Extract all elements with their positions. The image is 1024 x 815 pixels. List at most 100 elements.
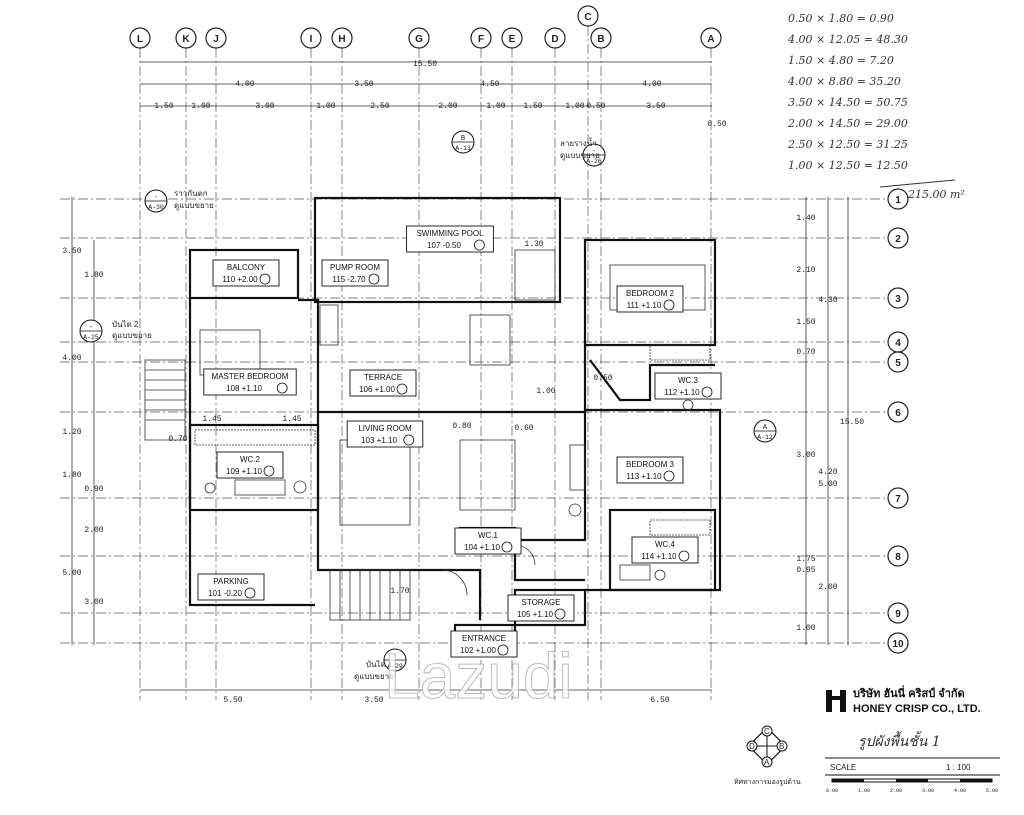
room-tag bbox=[406, 225, 494, 253]
room-name: SWIMMING POOL bbox=[416, 229, 484, 238]
grid-bubble-B bbox=[590, 27, 612, 49]
dimension-text: 1.00 bbox=[316, 102, 335, 111]
grid-label: J bbox=[213, 34, 219, 45]
dimension-text: 0.70 bbox=[168, 435, 187, 444]
grid-bubble-5 bbox=[887, 351, 909, 373]
room-tag bbox=[450, 630, 518, 658]
company-name-english: HONEY CRISP CO., LTD. bbox=[853, 703, 981, 715]
room-name: WC.4 bbox=[655, 540, 676, 549]
dimension-text: 1.50 bbox=[796, 318, 815, 327]
dimension-text: 1.20 bbox=[62, 428, 81, 437]
grid-label: C bbox=[584, 12, 591, 23]
grid-label: L bbox=[137, 34, 143, 45]
room-level: 102 +1.00 bbox=[460, 646, 496, 655]
section-sheet: A-26 bbox=[586, 158, 602, 165]
finish-symbol-icon bbox=[501, 541, 513, 553]
room-name: BEDROOM 3 bbox=[626, 460, 675, 469]
finish-symbol-icon bbox=[263, 465, 275, 477]
grid-label: B bbox=[597, 34, 604, 45]
dimension-text: 0.50 bbox=[593, 374, 612, 383]
dimension-text: 0.50 bbox=[586, 102, 605, 111]
dimension-text: 1.40 bbox=[796, 214, 815, 223]
room-name: STORAGE bbox=[522, 598, 561, 607]
grid-label: E bbox=[509, 34, 516, 45]
room-level: 108 +1.10 bbox=[226, 384, 262, 393]
room-tag bbox=[212, 259, 280, 287]
finish-symbol-icon bbox=[663, 299, 675, 311]
room-level: 107 -0.50 bbox=[427, 241, 461, 250]
grid-label: 4 bbox=[895, 338, 901, 349]
handwritten-calculations: 0.50 × 1.80 = 0.904.00 × 12.05 = 48.301.… bbox=[787, 12, 908, 172]
grid-bubble-I bbox=[300, 27, 322, 49]
room-name: MASTER BEDROOM bbox=[212, 372, 289, 381]
dimension-text: 1.00 bbox=[536, 387, 555, 396]
dimension-text: 5.00 bbox=[62, 569, 81, 578]
room-name: WC.1 bbox=[478, 531, 499, 540]
dimension-text: 15.50 bbox=[840, 418, 864, 427]
section-sheet: A-29 bbox=[387, 663, 403, 670]
thai-note: ราวกันตก bbox=[174, 189, 208, 198]
key-caption: ทิศทางการมองรูปด้าน bbox=[734, 778, 801, 786]
room-level: 112 +1.10 bbox=[664, 388, 700, 397]
grid-bubble-A bbox=[700, 27, 722, 49]
finish-symbol-icon bbox=[368, 273, 380, 285]
room-level: 111 +1.10 bbox=[627, 301, 662, 310]
room-name: PUMP ROOM bbox=[330, 263, 380, 272]
key-letter: B bbox=[779, 742, 784, 751]
section-letter: - bbox=[89, 324, 93, 332]
room-name: WC.3 bbox=[678, 376, 699, 385]
grid-bubble-9 bbox=[887, 602, 909, 624]
room-level: 113 +1.10 bbox=[626, 472, 662, 481]
dimension-text: 1.50 bbox=[154, 102, 173, 111]
company-logo-icon bbox=[826, 690, 846, 712]
scale-tick-label: 4.00 bbox=[954, 788, 966, 794]
grid-bubble-7 bbox=[887, 487, 909, 509]
finish-symbol-icon bbox=[403, 434, 415, 446]
dimension-text: 1.45 bbox=[202, 415, 221, 424]
dimension-text: 2.10 bbox=[796, 266, 815, 275]
handwritten-title: รูปผังพื้นชั้น 1 bbox=[858, 731, 941, 750]
dimension-text: 0.70 bbox=[796, 348, 815, 357]
dimension-text: 4.00 bbox=[62, 354, 81, 363]
section-sheet: A-12 bbox=[757, 434, 773, 441]
thai-notes: ลายรางน้ำ ดูแบบขยาย ราวกันตก ดูแบบขยาย บ… bbox=[112, 137, 600, 682]
handwritten-total: 215.00 m² bbox=[907, 188, 965, 201]
dimension-text: 4.50 bbox=[480, 80, 499, 89]
thai-note: ดูแบบขยาย bbox=[560, 151, 600, 161]
grid-bubble-8 bbox=[887, 545, 909, 567]
finish-symbol-icon bbox=[701, 386, 713, 398]
calc-underline bbox=[879, 179, 956, 188]
grid-bubble-6 bbox=[887, 401, 909, 423]
room-name: LIVING ROOM bbox=[358, 424, 412, 433]
grid-label: 10 bbox=[892, 639, 904, 650]
dimension-text: 2.00 bbox=[438, 102, 457, 111]
grid-bubble-G bbox=[408, 27, 430, 49]
room-name: WC.2 bbox=[240, 455, 261, 464]
thai-note: ดูแบบขยาย bbox=[354, 672, 394, 682]
dimension-text: 3.50 bbox=[62, 247, 81, 256]
section-sheet: A-30 bbox=[148, 204, 164, 211]
grid-label: H bbox=[338, 34, 345, 45]
grid-bubble-F bbox=[470, 27, 492, 49]
calc-line: 1.00 × 12.50 = 12.50 bbox=[788, 159, 908, 172]
grid-bubble-E bbox=[501, 27, 523, 49]
dimension-text: 4.30 bbox=[818, 296, 837, 305]
grid-bubble-3 bbox=[887, 287, 909, 309]
dimension-text: 4.20 bbox=[818, 468, 837, 477]
finish-symbol-icon bbox=[473, 239, 485, 251]
thai-note: บันได 1 bbox=[366, 660, 393, 669]
dimension-text: 1.75 bbox=[796, 555, 815, 564]
calc-line: 2.00 × 14.50 = 29.00 bbox=[787, 117, 908, 130]
room-tag bbox=[631, 536, 699, 564]
section-sheet: A-13 bbox=[455, 145, 471, 152]
scale-value: 1 : 100 bbox=[946, 763, 971, 772]
dimension-text: 3.50 bbox=[354, 80, 373, 89]
room-level: 104 +1.10 bbox=[464, 543, 500, 552]
dimension-text: 0.50 bbox=[707, 120, 726, 129]
finish-symbol-icon bbox=[497, 644, 509, 656]
dimension-text: 4.00 bbox=[642, 80, 661, 89]
